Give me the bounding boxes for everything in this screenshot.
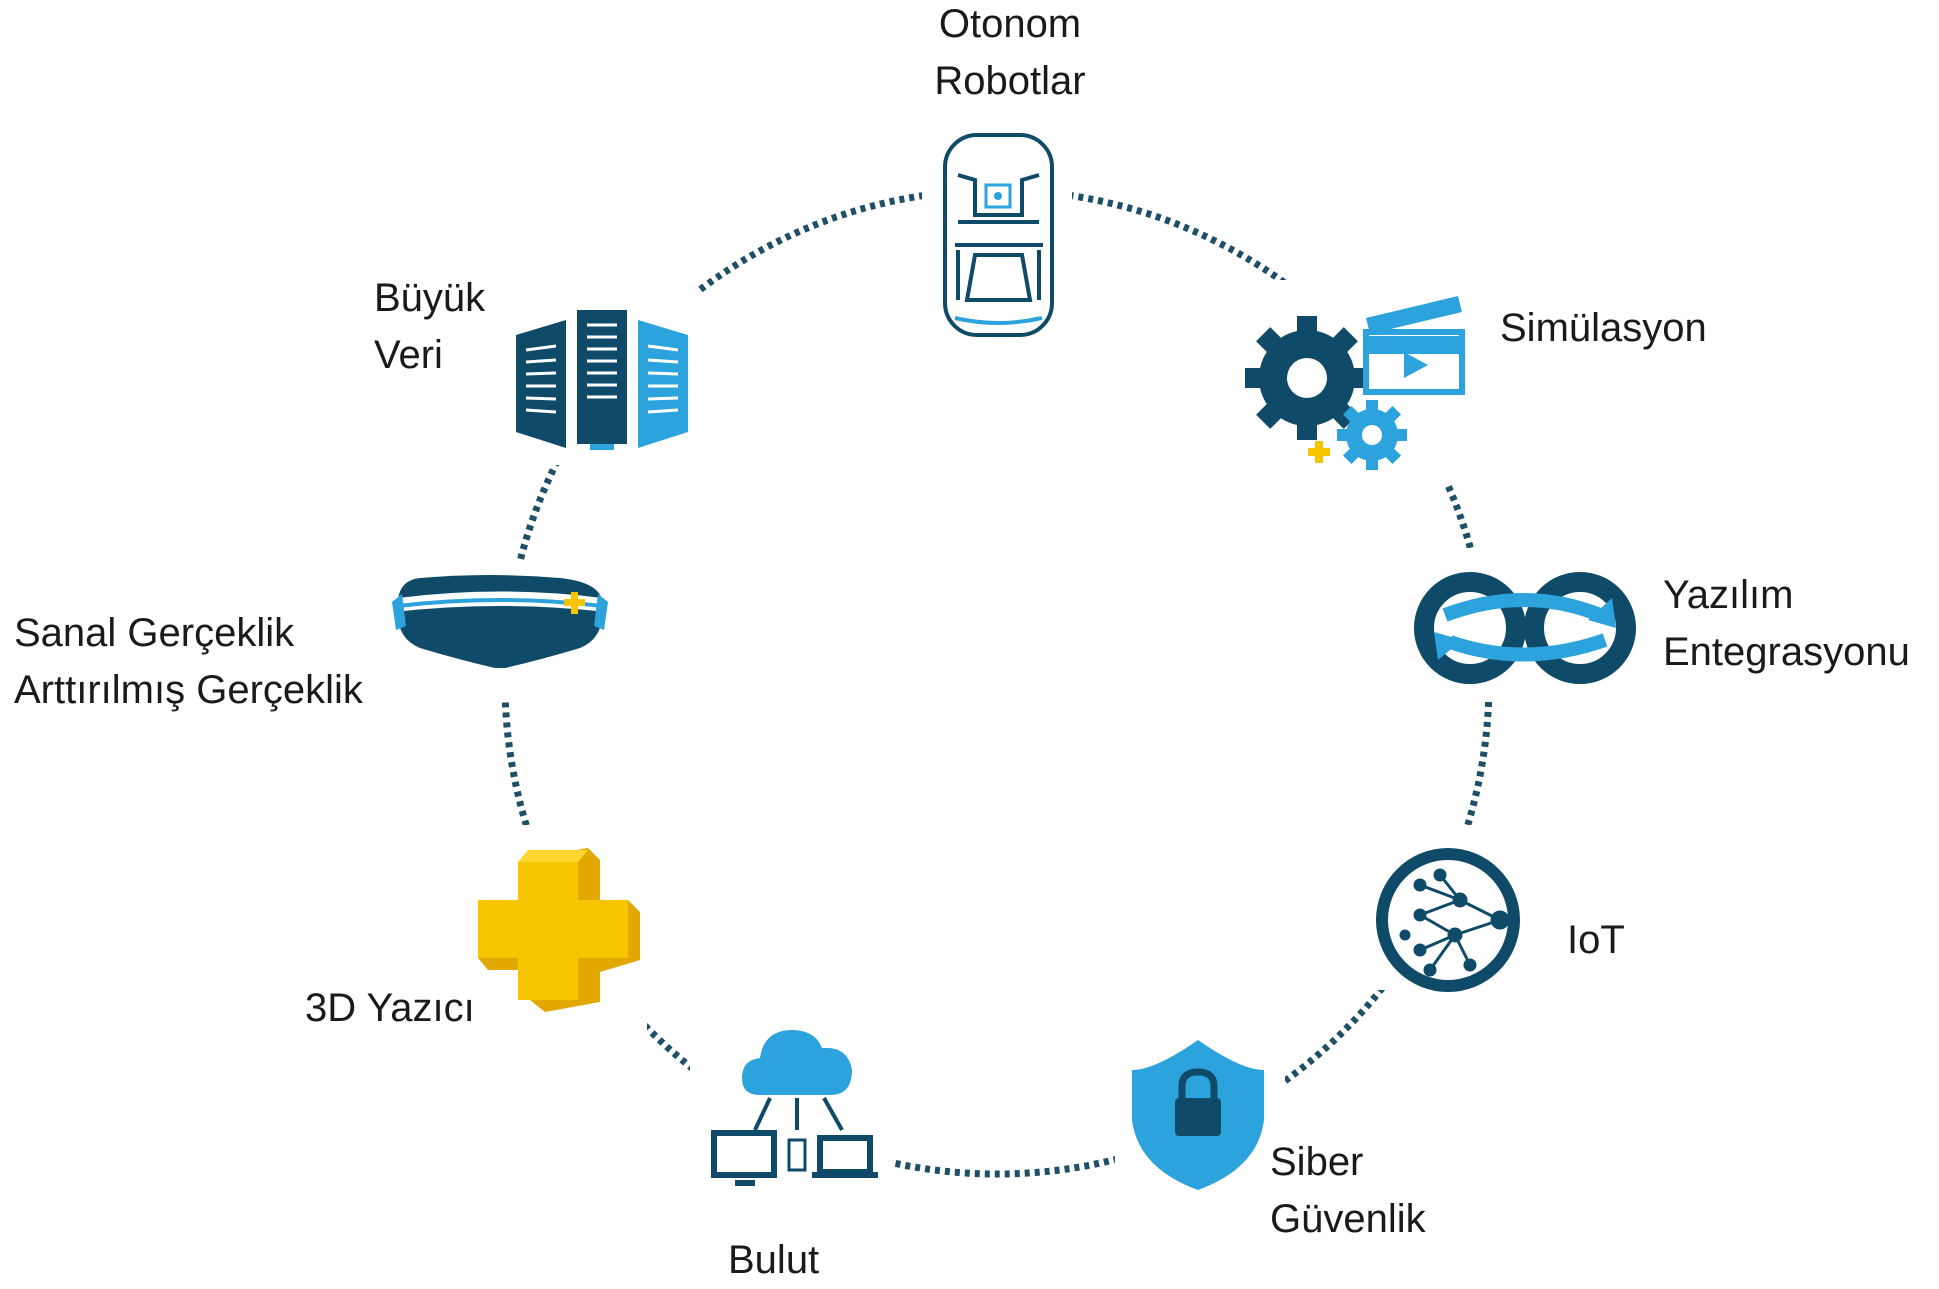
label-siber-guvenlik: Siber Güvenlik xyxy=(1270,1140,1426,1241)
label-bulut: Bulut xyxy=(728,1238,820,1282)
network-globe-icon xyxy=(1376,848,1520,992)
integration-arrows-icon xyxy=(1414,572,1636,684)
gears-clapperboard-icon xyxy=(1245,296,1465,470)
label-3d-yazici: 3D Yazıcı xyxy=(305,986,475,1030)
label-sanal-gerceklik: Sanal Gerçeklik Arttırılmış Gerçeklik xyxy=(14,611,363,712)
label-yazilim-entegrasyonu: Yazılım Entegrasyonu xyxy=(1663,573,1910,674)
shield-lock-icon xyxy=(1132,1040,1264,1190)
label-buyuk-veri: Büyük Veri xyxy=(374,276,486,377)
autonomous-car-icon xyxy=(943,133,1054,337)
vr-headset-icon xyxy=(392,575,608,668)
cloud-devices-icon xyxy=(711,1030,878,1186)
label-otonom-robotlar: Otonom Robotlar xyxy=(934,2,1086,103)
yellow-plus-icon xyxy=(478,848,640,1012)
label-simulasyon: Simülasyon xyxy=(1500,306,1707,350)
server-racks-icon xyxy=(516,310,688,450)
label-iot: IoT xyxy=(1567,918,1625,962)
